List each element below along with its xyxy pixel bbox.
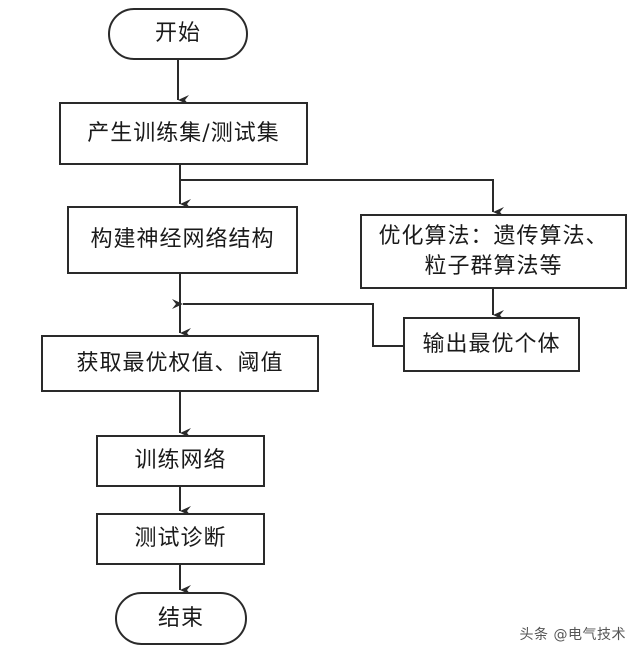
- start-node: 开始: [108, 8, 248, 60]
- start-label: 开始: [154, 21, 201, 46]
- end-label: 结束: [157, 605, 204, 631]
- train-network-label: 训练网络: [134, 448, 227, 473]
- watermark-text: 头条 @电气技术: [519, 627, 626, 643]
- train-network-node: 训练网络: [96, 435, 265, 487]
- get-weights-node: 获取最优权值、阈值: [41, 335, 319, 392]
- generate-sets-label: 产生训练集/测试集: [87, 120, 280, 146]
- build-network-node: 构建神经网络结构: [67, 206, 298, 274]
- generate-sets-node: 产生训练集/测试集: [59, 102, 308, 165]
- edge-generate-to-optimize: [180, 179, 504, 217]
- output-best-node: 输出最优个体: [403, 317, 580, 372]
- optimize-label-line1: 优化算法：遗传算法、: [378, 223, 609, 249]
- end-node: 结束: [115, 592, 247, 645]
- build-network-label: 构建神经网络结构: [90, 227, 275, 252]
- output-best-label: 输出最优个体: [422, 331, 561, 357]
- test-diagnose-node: 测试诊断: [96, 513, 265, 565]
- test-diagnose-label: 测试诊断: [134, 526, 227, 551]
- optimize-label-line2: 粒子群算法等: [424, 253, 563, 279]
- edge-output-to-weights: [172, 299, 403, 347]
- optimize-algorithm-node: 优化算法：遗传算法、 粒子群算法等: [360, 214, 627, 289]
- get-weights-label: 获取最优权值、阈值: [76, 350, 284, 376]
